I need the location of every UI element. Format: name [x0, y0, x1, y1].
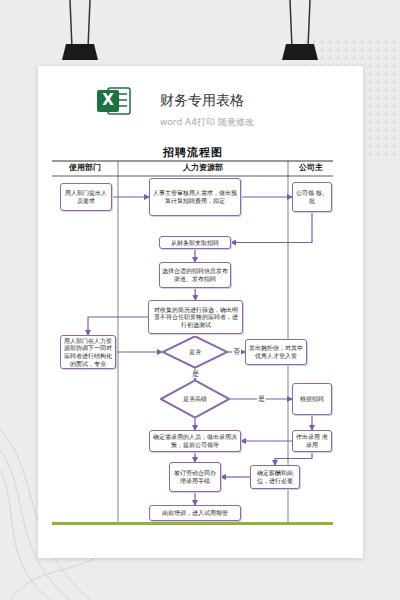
connector [194, 418, 195, 430]
process-box: 人事主管审核用人需求，做出预算计算招聘费用，拟定 [149, 178, 241, 216]
connector [241, 440, 292, 441]
connector [194, 492, 195, 505]
edge-label: 是 [191, 370, 200, 378]
node-text: 是否 [189, 348, 201, 356]
edge-label: 是 [257, 395, 266, 403]
process-box: 岗前培训，进入试用期管 [149, 505, 241, 521]
decision-diamond: 是否 [162, 336, 228, 368]
column-header: 公司主 [288, 163, 333, 173]
connector [88, 317, 148, 335]
connector [275, 452, 312, 465]
node-text: 签订劳动合同办理录用手续 [172, 469, 218, 484]
column-header: 使用部门 [52, 163, 118, 173]
node-text: 发出婉拒信，对其中优秀人才登入资 [248, 344, 304, 359]
process-box: 签订劳动合同办理录用手续 [169, 462, 221, 492]
process-box: 根据招聘 [292, 383, 332, 415]
node-text: 根据招聘 [300, 395, 324, 403]
node-text: 用人部门在人力资源部协调下一同对应聘者进行结构化的面试，专业 [63, 337, 113, 367]
node-text: 对收集的简历进行筛选，确出明显不符合任职资格的应聘者，进行初选测试 [151, 306, 240, 329]
connector [311, 415, 312, 430]
node-text: 人事主管审核用人需求，做出预算计算招聘费用，拟定 [152, 189, 238, 204]
table-frame [52, 161, 333, 522]
process-box: 对收集的简历进行筛选，确出明显不符合任职资格的应聘者，进行初选测试 [148, 300, 243, 334]
process-box: 作出录用 准录用 [292, 430, 332, 452]
connector [194, 452, 195, 462]
node-text: 选择合适的招聘信息发布渠道、发布招聘 [162, 267, 228, 282]
connector [194, 288, 196, 300]
node-text: 用人部门提出人员要求 [63, 189, 109, 204]
diagram-title: 招聘流程图 [52, 145, 333, 160]
node-text: 确定需录用的人员，做出录用决策，提前公司领导 [152, 433, 238, 448]
process-box: 用人部门提出人员要求 [60, 183, 112, 211]
process-box: 用人部门在人力资源部协调下一同对应聘者进行结构化的面试，专业 [60, 335, 116, 369]
connector [221, 476, 250, 477]
node-text: 从财务部支取招聘 [171, 239, 219, 247]
node-text: 岗前培训，进入试用期管 [162, 509, 228, 517]
node-text: 公司领 核、批 [295, 189, 329, 204]
icon-letter: X [97, 91, 119, 109]
decision-diamond: 是否高级 [160, 380, 230, 418]
edge-label: 否 [232, 348, 241, 356]
connector [241, 196, 292, 197]
poster-subtitle: word A4打印 随意修改 [160, 116, 340, 129]
process-box: 发出婉拒信，对其中优秀人才登入资 [245, 339, 307, 365]
binder-clip [282, 0, 318, 60]
connector [231, 212, 312, 243]
paper-card [38, 66, 363, 558]
process-box: 确定薪酬和岗位，进行必要 [250, 465, 300, 489]
connector [116, 351, 162, 352]
node-text: 是否高级 [183, 395, 207, 403]
footer-bar [52, 522, 333, 525]
connector [112, 196, 149, 197]
binder-clip [62, 0, 98, 60]
excel-icon [97, 88, 130, 114]
node-text: 作出录用 准录用 [295, 433, 329, 448]
column-header: 人力资源部 [118, 163, 288, 173]
process-box: 从财务部支取招聘 [159, 236, 231, 249]
process-box: 公司领 核、批 [292, 182, 332, 212]
poster-title: 财务专用表格 [160, 92, 340, 110]
process-box: 选择合适的招聘信息发布渠道、发布招聘 [159, 262, 231, 288]
connector [194, 249, 195, 262]
node-text: 确定薪酬和岗位，进行必要 [253, 469, 297, 484]
process-box: 确定需录用的人员，做出录用决策，提前公司领导 [149, 430, 241, 452]
